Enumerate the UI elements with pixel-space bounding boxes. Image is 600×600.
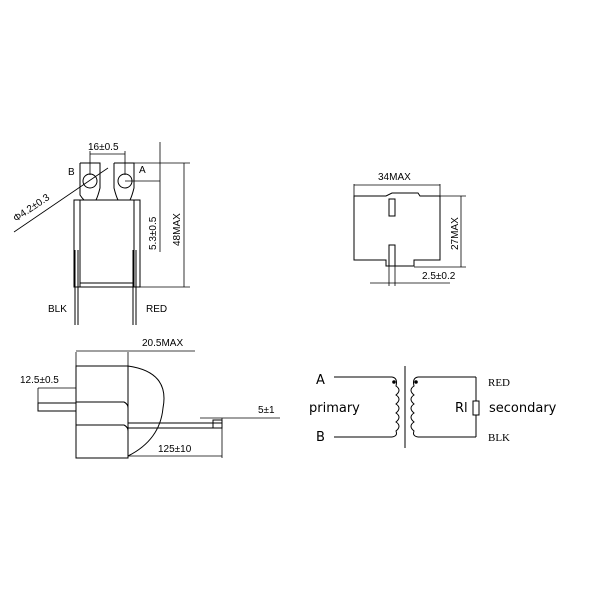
wire-label-red: RED [146,304,167,315]
primary-terminal-a: A [316,373,325,388]
hole-b [82,173,98,189]
secondary-dot [414,380,418,384]
dim-strip: 5±1 [258,405,275,416]
pin-label-a: A [139,165,146,176]
slot-bottom [388,244,396,267]
top-outline [353,192,441,267]
primary-terminal-b: B [316,430,325,445]
primary-coil [391,376,400,438]
side-dome [127,365,165,457]
dim-hole-offset: 5.3±0.5 [148,216,159,250]
secondary-terminal-blk: BLK [488,432,510,444]
transformer-schematic: A primary B RED Rl secondary BLK [309,366,557,448]
load-label: Rl [455,401,468,416]
secondary-terminal-red: RED [488,377,510,389]
side-view: 20.5MAX 12.5±0.5 5±1 125±10 [20,338,280,459]
load-resistor [472,400,480,416]
tab-a [113,162,135,201]
slot-top [388,198,396,217]
top-view: 34MAX 27MAX 2.5±0.2 [353,172,466,286]
wire-label-blk: BLK [48,304,67,315]
secondary-coil [410,376,419,438]
secondary-label: secondary [489,401,557,416]
dim-width: 34MAX [378,172,411,183]
dim-wire-length: 125±10 [158,444,192,455]
primary-dot [392,380,396,384]
body-outline [73,199,141,288]
dim-pin-spacing: 16±0.5 [88,142,119,153]
front-view: 16±0.5 B A Φ4.2±0.3 5.3±0.5 48MAX BLK RE… [12,142,190,325]
pin-label-b: B [68,167,75,178]
dim-height: 48MAX [172,213,183,246]
side-body [75,365,129,459]
dim-lead: 12.5±0.5 [20,375,59,386]
dim-height-top: 27MAX [450,217,461,250]
dim-depth: 20.5MAX [142,338,183,349]
dim-slot: 2.5±0.2 [422,271,456,282]
primary-label: primary [309,401,360,416]
side-lead [37,402,77,412]
